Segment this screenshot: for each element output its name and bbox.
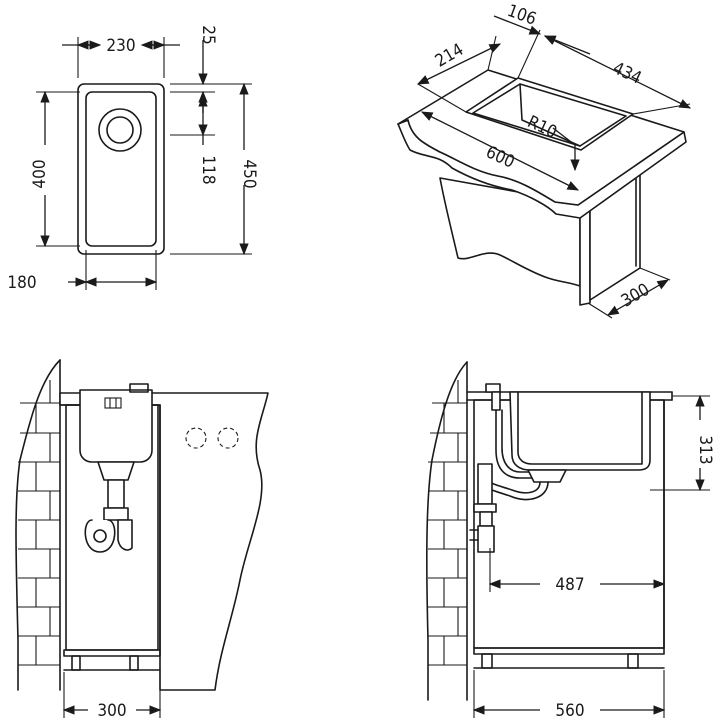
dim-300-front: 300 bbox=[62, 672, 162, 720]
label-230: 230 bbox=[106, 36, 135, 56]
dim-313: 313 bbox=[650, 394, 715, 492]
label-487: 487 bbox=[555, 575, 584, 595]
iso-view: 106 434 214 600 R10 bbox=[397, 1, 692, 319]
dim-487: 487 bbox=[488, 548, 666, 595]
dim-450: 450 bbox=[170, 82, 259, 256]
label-313: 313 bbox=[695, 435, 715, 464]
faucet-hole-icon bbox=[104, 397, 122, 409]
side-view: 313 487 560 bbox=[426, 361, 715, 720]
brick-wall-left bbox=[15, 359, 61, 691]
drain-circle bbox=[98, 108, 142, 152]
brick-wall-right bbox=[426, 361, 468, 701]
sink-bowl-side bbox=[509, 391, 651, 471]
label-434: 434 bbox=[610, 58, 645, 88]
cabinet-legs-front bbox=[63, 649, 161, 671]
cabinet-legs-side bbox=[473, 647, 665, 669]
overflow-cap bbox=[129, 383, 149, 393]
label-300-front: 300 bbox=[97, 701, 126, 720]
top-view: 230 25 118 400 450 bbox=[7, 25, 259, 293]
label-560: 560 bbox=[555, 701, 584, 720]
label-400: 400 bbox=[30, 159, 50, 188]
siphon-trap bbox=[84, 461, 135, 553]
drain-assembly-side bbox=[469, 463, 567, 553]
plumbing-outlets bbox=[185, 427, 239, 449]
dim-230: 230 bbox=[62, 36, 180, 78]
sink-bowl-front bbox=[79, 389, 153, 463]
dim-400: 400 bbox=[30, 90, 80, 248]
label-106: 106 bbox=[505, 1, 539, 30]
sink-bowl-inner-side bbox=[517, 391, 643, 465]
overflow-pipe bbox=[485, 383, 536, 479]
sink-bowl-outline bbox=[85, 91, 157, 247]
label-25: 25 bbox=[198, 25, 218, 44]
label-180: 180 bbox=[7, 273, 36, 293]
label-214: 214 bbox=[432, 40, 467, 72]
sink-outer-outline bbox=[77, 83, 165, 255]
countertop-front bbox=[59, 392, 269, 691]
label-118: 118 bbox=[198, 155, 218, 184]
dim-25-118: 25 118 bbox=[170, 25, 218, 185]
label-450: 450 bbox=[239, 159, 259, 188]
dim-180: 180 bbox=[7, 250, 158, 293]
front-view: 300 bbox=[15, 359, 269, 720]
dim-106: 106 bbox=[487, 1, 591, 79]
dim-560: 560 bbox=[472, 670, 666, 720]
